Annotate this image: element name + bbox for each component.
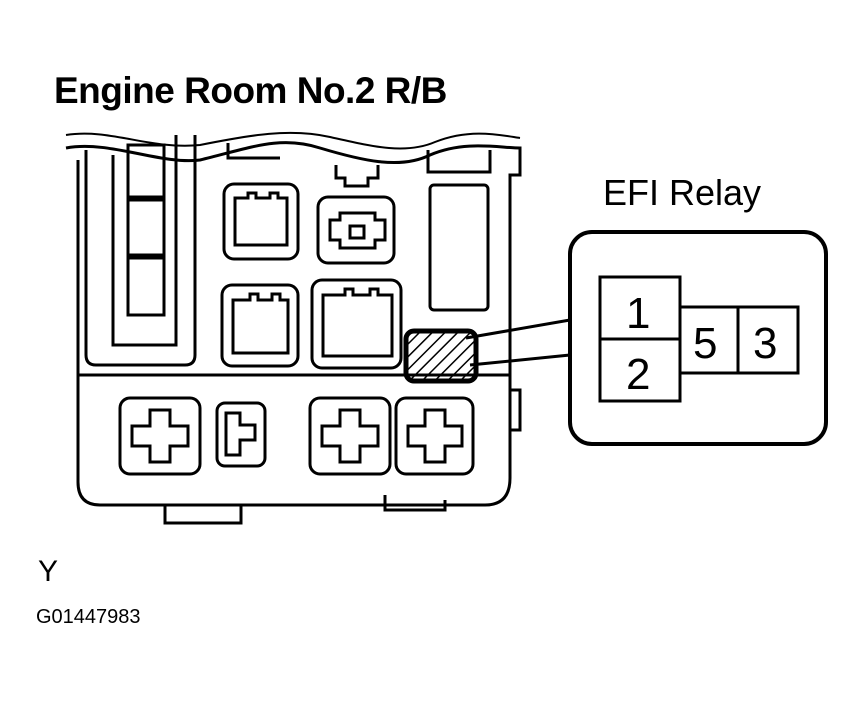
- pin-2-label: 2: [626, 350, 650, 399]
- view-letter: Y: [38, 555, 59, 588]
- efi-relay-label: EFI Relay: [603, 172, 762, 213]
- pin-1-label: 1: [626, 289, 650, 338]
- callout-leader-lines: [465, 318, 571, 367]
- pin-3-label: 3: [753, 319, 777, 368]
- lower-socket-2: [215, 401, 267, 468]
- lower-socket-1: [118, 396, 202, 476]
- relay-socket-4: [310, 278, 403, 370]
- efi-relay-socket-highlight: [403, 328, 479, 384]
- relay-socket-1: [222, 182, 300, 261]
- figure-code: G01447983: [36, 606, 141, 628]
- pin-5-label: 5: [693, 319, 717, 368]
- relay-socket-2: [316, 195, 396, 265]
- relay-socket-3: [220, 283, 300, 368]
- lower-socket-4: [394, 396, 475, 476]
- efi-relay-callout: 1 2 5 3: [568, 230, 828, 446]
- left-fuse-stack: [126, 143, 166, 317]
- diagram-title: Engine Room No.2 R/B: [54, 70, 447, 111]
- lower-socket-3: [308, 396, 392, 476]
- top-connectors: [226, 143, 492, 312]
- relay-block-body: [65, 131, 522, 525]
